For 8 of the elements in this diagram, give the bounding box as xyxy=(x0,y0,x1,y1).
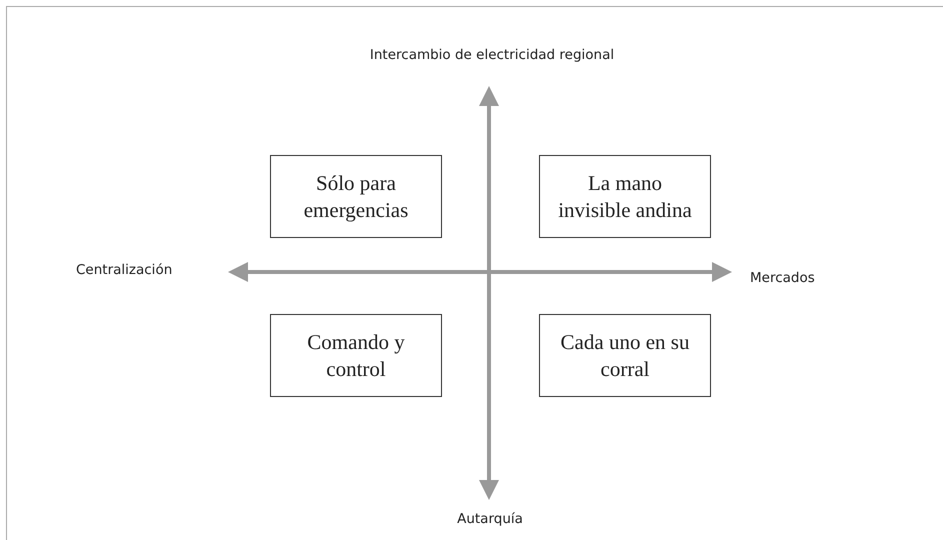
quadrant-box: La mano invisible andina xyxy=(539,155,711,238)
axis-label: Autarquía xyxy=(457,511,523,527)
axis-label: Centralización xyxy=(76,262,172,278)
axis-label: Mercados xyxy=(750,270,815,286)
quadrant-box: Cada uno en su corral xyxy=(539,314,711,397)
quadrant-box: Sólo para emergencias xyxy=(270,155,442,238)
quadrant-box: Comando y control xyxy=(270,314,442,397)
axis-label: Intercambio de electricidad regional xyxy=(370,47,614,63)
